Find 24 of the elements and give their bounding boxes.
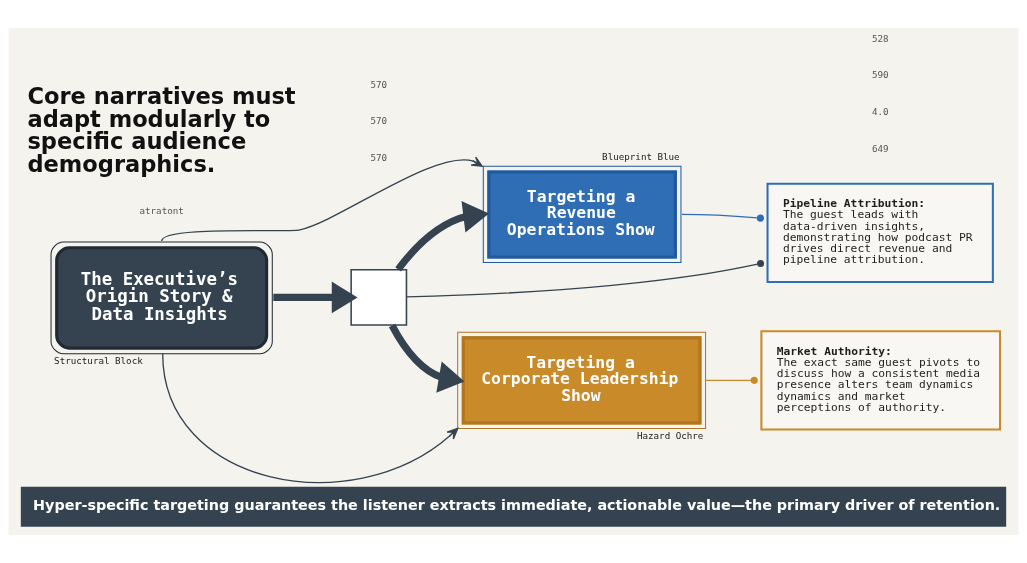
node-box: The Executive’s Origin Story & Data Insights	[50, 241, 273, 355]
connector	[681, 213, 764, 222]
caption: Hyper-specific targeting guarantees the listener extracts immediate, actionable value—the primary driver of retention.	[33, 497, 1001, 514]
arrow	[388, 323, 465, 393]
diagram-title: Core narratives must adapt modularly to specific audience demographics.	[27, 83, 296, 178]
connector	[405, 259, 765, 298]
connector	[704, 376, 758, 384]
arrow	[162, 353, 459, 483]
node-box: Targeting a Revenue Operations Show	[482, 165, 682, 264]
label: 4.0	[871, 106, 889, 118]
label: 649	[871, 143, 889, 155]
label: 590	[871, 69, 889, 81]
label: 570	[370, 78, 388, 90]
label: 570	[370, 152, 388, 164]
label: 570	[370, 115, 388, 127]
label: atratont	[139, 204, 184, 216]
arrow	[395, 201, 490, 272]
node-label: Hazard Ochre	[636, 429, 704, 441]
node-box: Targeting a Corporate Leadership Show	[457, 331, 707, 429]
node-label: Blueprint Blue	[602, 151, 680, 163]
label: 528	[871, 32, 889, 44]
node-box	[350, 268, 408, 326]
arrow	[161, 156, 483, 242]
node-label: Structural Block	[54, 355, 143, 367]
